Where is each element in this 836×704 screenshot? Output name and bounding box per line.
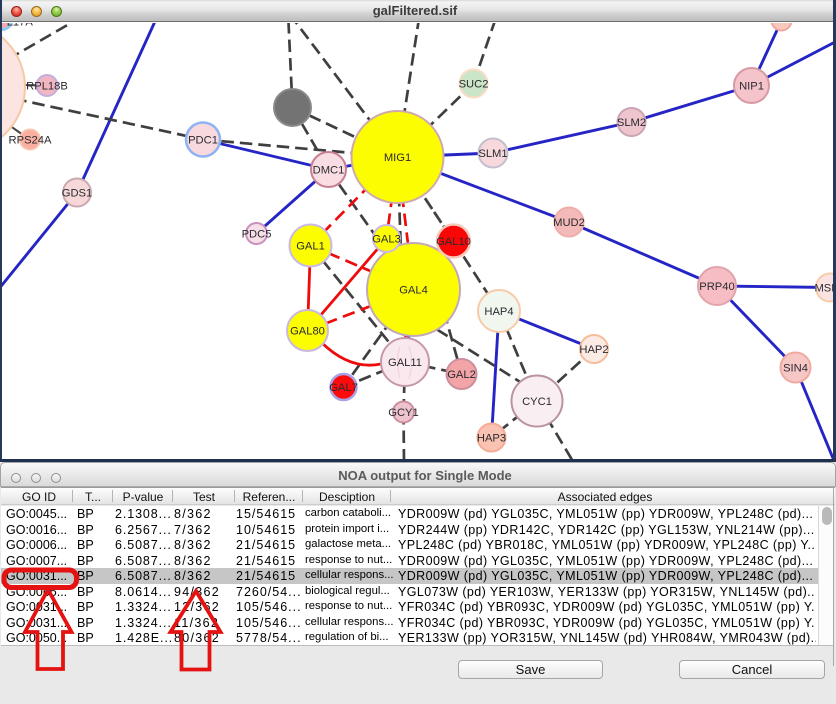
svg-text:GCY1: GCY1 [388,407,418,419]
svg-text:NIP1: NIP1 [739,80,764,92]
svg-text:GAL2: GAL2 [447,369,476,381]
svg-text:PRP40: PRP40 [699,281,734,293]
svg-text:GAL80: GAL80 [290,325,325,337]
svg-text:RPL18B: RPL18B [26,80,68,92]
svg-text:GAL11: GAL11 [388,357,422,369]
svg-text:HAP2: HAP2 [579,344,608,356]
svg-text:MIG1: MIG1 [384,152,411,164]
svg-text:GAL3: GAL3 [372,233,401,245]
svg-text:GAL10: GAL10 [436,236,471,248]
svg-text:MUD2: MUD2 [553,217,585,229]
svg-text:SLM2: SLM2 [617,117,646,129]
svg-text:GAL7: GAL7 [329,382,358,394]
svg-text:GAL1: GAL1 [296,240,325,252]
svg-text:PDC5: PDC5 [242,228,272,240]
svg-text:DMC1: DMC1 [313,164,345,176]
svg-text:GAL4: GAL4 [399,284,428,296]
svg-text:RPL17A: RPL17A [0,23,33,28]
svg-text:PDC1: PDC1 [188,134,218,146]
svg-text:GDS1: GDS1 [62,187,92,199]
svg-text:HAP4: HAP4 [484,306,513,318]
svg-text:MSN4: MSN4 [814,282,836,294]
svg-text:SLM1: SLM1 [478,148,507,160]
svg-text:CYC1: CYC1 [522,396,552,408]
svg-text:SUC2: SUC2 [459,78,489,90]
svg-text:HAP3: HAP3 [477,432,506,444]
svg-text:RPS24A: RPS24A [9,134,52,146]
svg-text:SIN4: SIN4 [783,362,808,374]
